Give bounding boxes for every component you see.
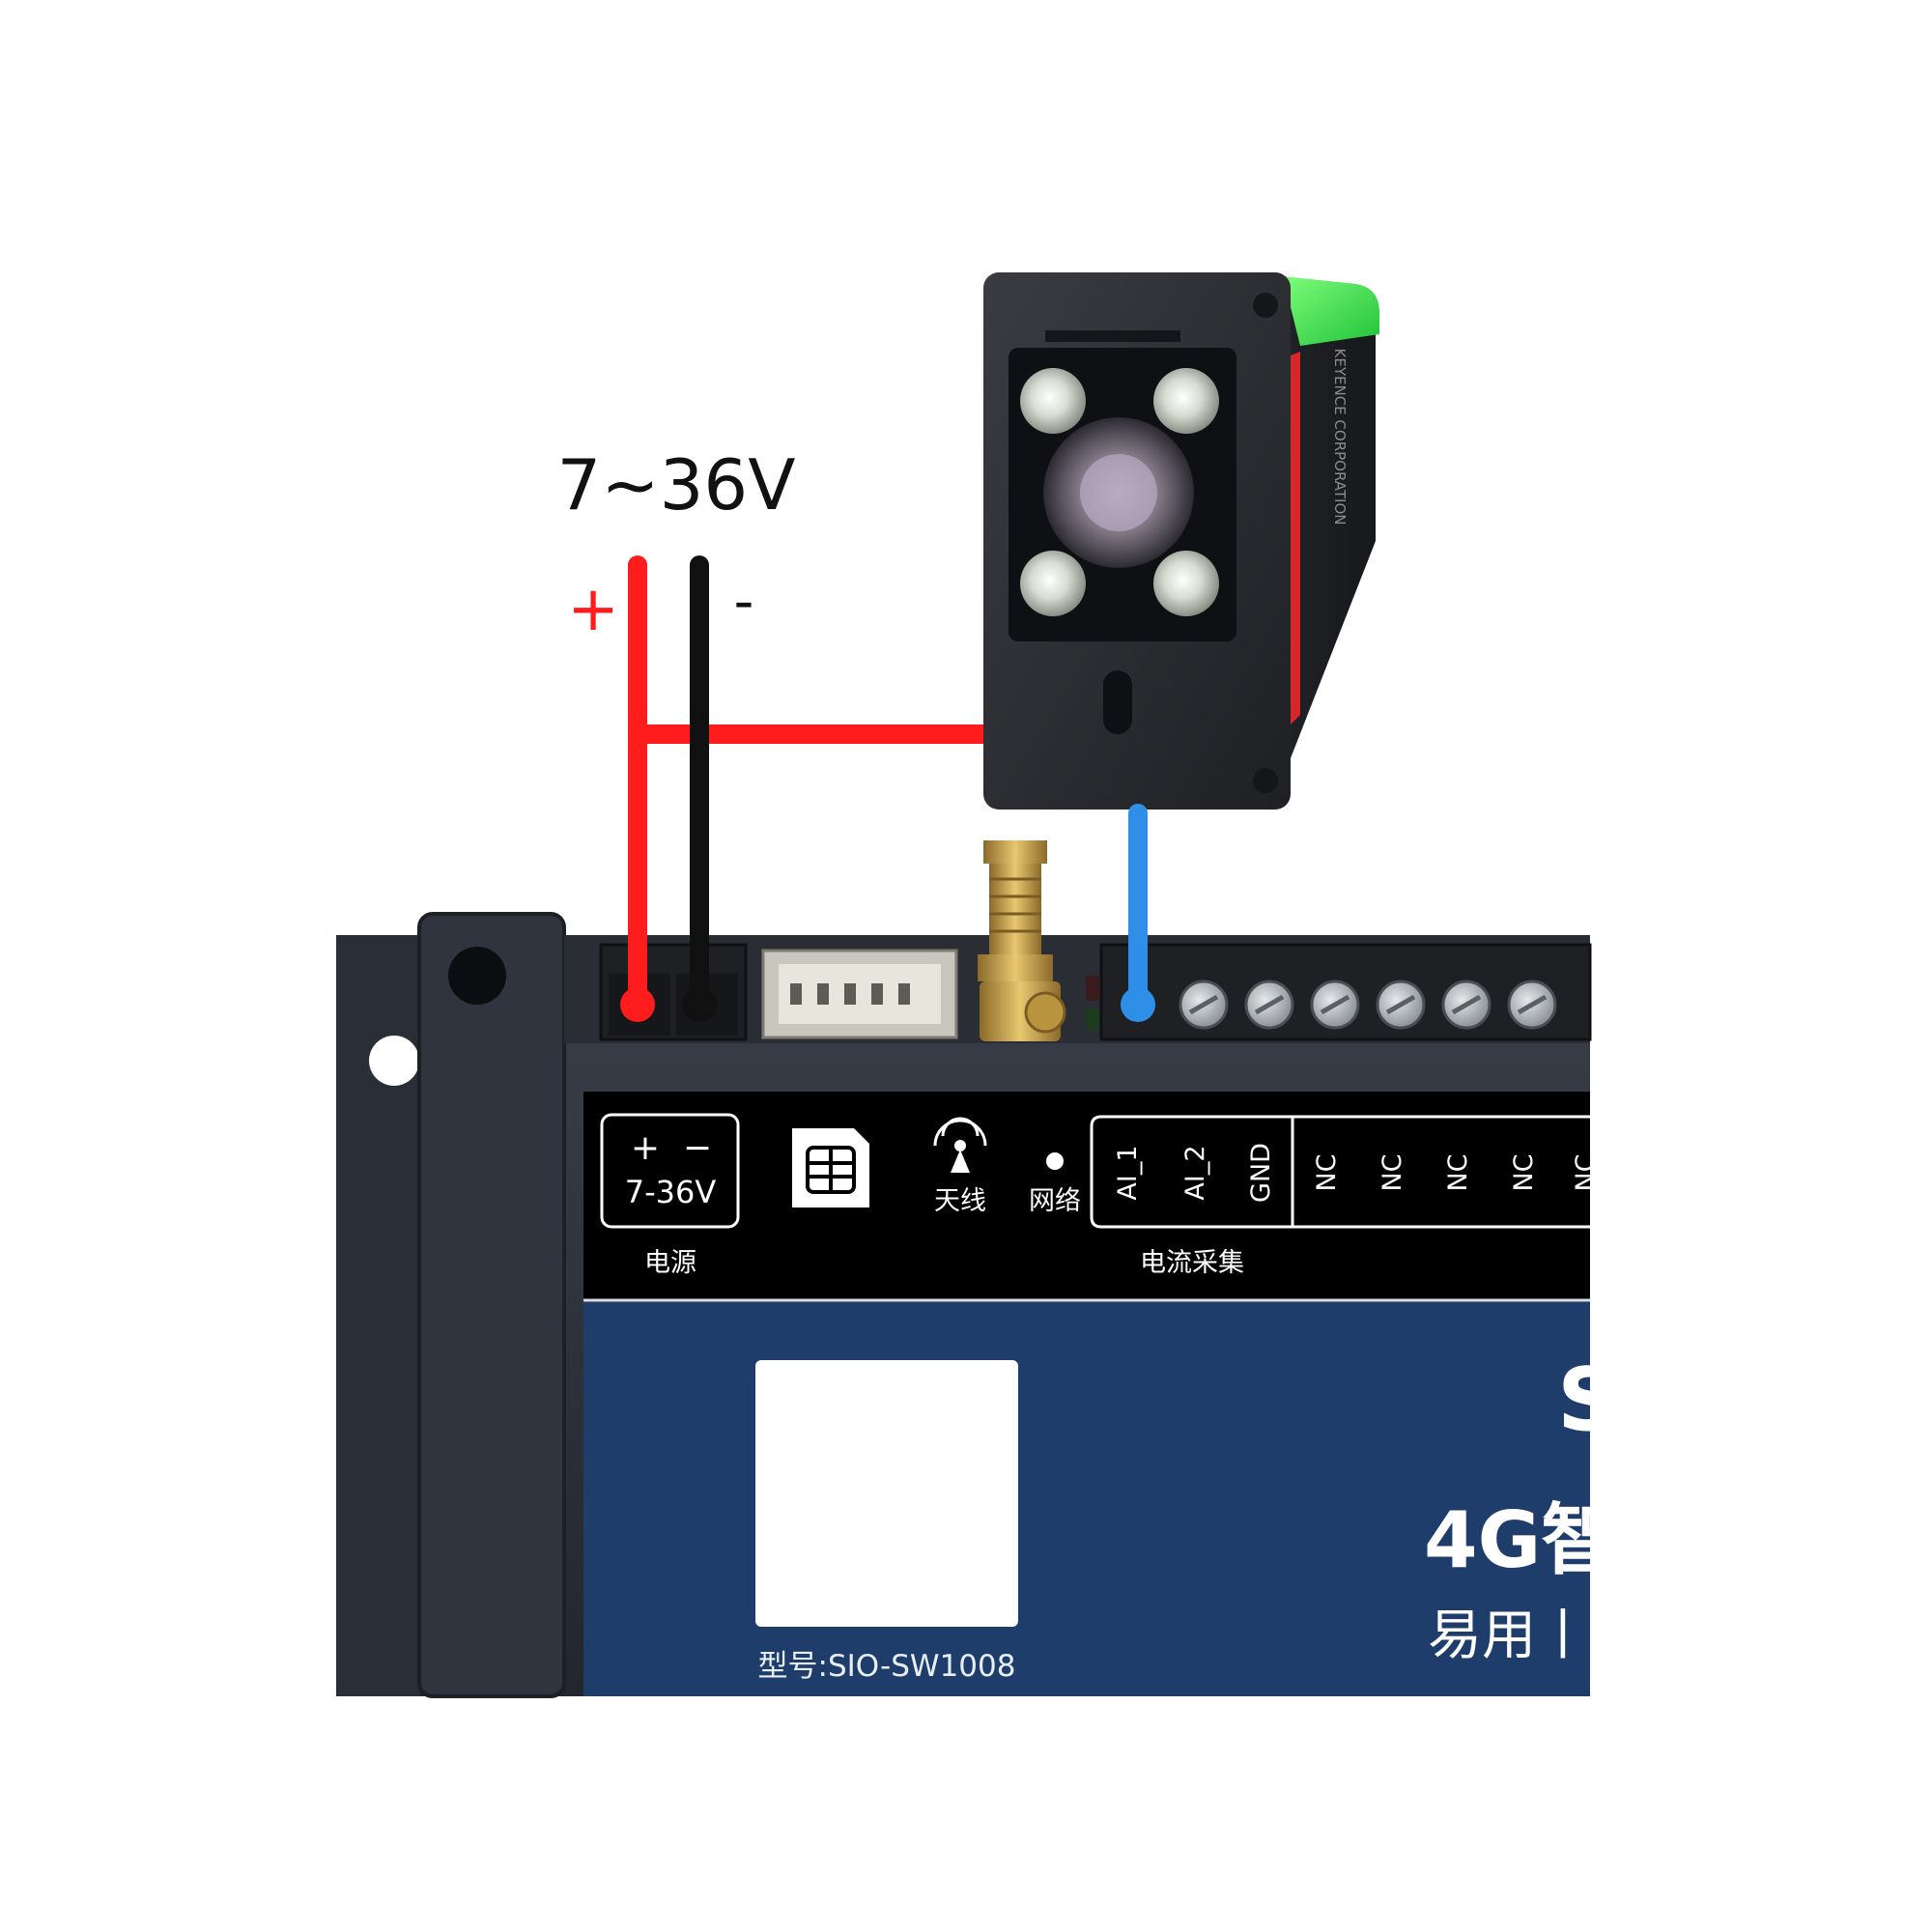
negative-terminal-dot <box>682 987 717 1022</box>
terminal-label-nc-3: NC <box>1443 1153 1473 1191</box>
controller: + − 7-36V 电源 天线 网络 AI_1 AI <box>336 840 1620 1698</box>
mount-hole <box>369 1036 419 1086</box>
model-number: 型号:SIO-SW1008 <box>758 1649 1016 1684</box>
brand-letter: S <box>1557 1350 1620 1451</box>
sensor-screw <box>1253 293 1278 318</box>
terminal-label-nc-5: NC <box>1571 1153 1601 1191</box>
terminal-label-ai1: AI_1 <box>1113 1145 1143 1200</box>
sim-slot <box>761 949 958 1039</box>
negative-symbol: - <box>734 568 754 634</box>
terminal-label-gnd: GND <box>1246 1143 1276 1203</box>
sensor-status-light <box>1283 276 1379 346</box>
power-minus-sign: − <box>683 1128 712 1168</box>
power-label-box <box>600 1113 740 1229</box>
screw-slot <box>1320 994 1350 1015</box>
current-acquisition-group: AI_1 AI_2 GND NC NC NC NC NC 电流采集 <box>1090 1115 1601 1278</box>
sensor-side-print: KEYENCE CORPORATION <box>1331 349 1349 526</box>
current-acquisition-caption: 电流采集 <box>1140 1248 1244 1278</box>
terminal-label-ai2: AI_2 <box>1180 1145 1210 1200</box>
terminal-label-nc-2: NC <box>1378 1153 1407 1191</box>
signal-terminal-dot <box>1121 987 1155 1022</box>
product-line-title: 4G智 <box>1424 1495 1618 1585</box>
power-label-group: + − 7-36V 电源 <box>600 1113 740 1278</box>
screw-slot <box>1188 994 1219 1015</box>
status-dot-icon <box>1046 1152 1064 1170</box>
vision-sensor: KEYENCE CORPORATION <box>983 272 1379 810</box>
screw-slot <box>1517 994 1548 1015</box>
network-label: 网络 <box>1029 1186 1081 1216</box>
brand-panel <box>583 1302 1590 1696</box>
label-panel <box>583 1092 1590 1300</box>
housing-inner-rail <box>417 912 566 1698</box>
power-terminal-block <box>599 943 748 1041</box>
sensor-slot <box>1103 670 1132 734</box>
terminal-label-nc-1: NC <box>1312 1153 1342 1191</box>
antenna-label: 天线 <box>934 1186 986 1216</box>
current-acquisition-box <box>1090 1115 1590 1229</box>
led-light <box>1020 368 1086 434</box>
positive-terminal-dot <box>620 987 655 1022</box>
power-caption: 电源 <box>644 1248 696 1278</box>
screw-slot <box>1254 994 1285 1015</box>
screw-slot <box>1451 994 1482 1015</box>
qr-code-placeholder <box>755 1360 1018 1627</box>
mount-screw-recess <box>448 947 506 1005</box>
led-light <box>1020 551 1086 616</box>
sensor-side-stripe <box>1291 352 1300 724</box>
power-plus-sign: + <box>631 1128 660 1168</box>
sensor-screw <box>1253 768 1278 793</box>
product-tagline: 易用丨 <box>1428 1605 1590 1667</box>
terminal-label-nc-4: NC <box>1509 1153 1539 1191</box>
power-voltage-label: 7-36V <box>625 1174 717 1210</box>
led-light <box>1153 551 1219 616</box>
wiring: 7~36V + - <box>556 444 1155 1022</box>
screw-slot <box>1385 994 1416 1015</box>
antenna-icon <box>933 1117 987 1173</box>
positive-symbol: + <box>567 574 619 645</box>
antenna-connector <box>978 840 1066 1041</box>
supply-voltage-label: 7~36V <box>556 444 795 526</box>
sim-card-icon <box>792 1128 869 1208</box>
led-light <box>1153 368 1219 434</box>
